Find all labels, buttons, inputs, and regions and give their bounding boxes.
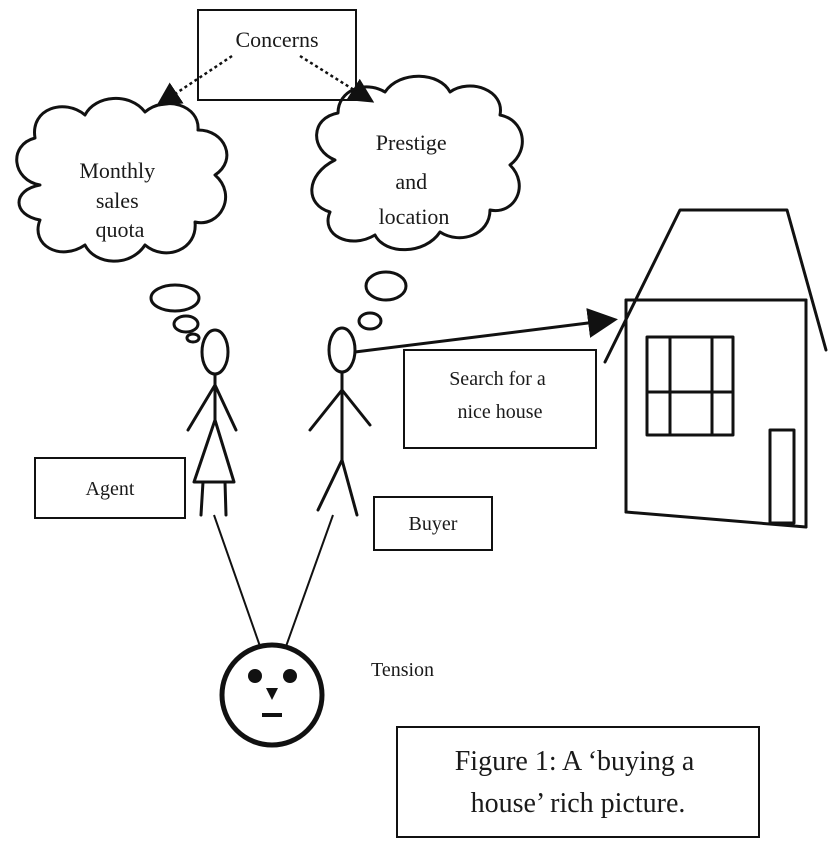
caption-line-2: house’ rich picture. — [471, 788, 686, 819]
buyer-to-house-arrow — [354, 308, 618, 354]
concerns-label: Concerns — [235, 27, 318, 52]
buyer-figure — [308, 326, 372, 517]
tension-face — [219, 642, 325, 748]
buyer-cloud-line-3: location — [379, 204, 450, 229]
svg-text:Figure 1: A ‘buying a ho: Figure 1: A ‘buying a house’ rich pictur… — [455, 746, 702, 819]
agent-cloud-line-2: sales — [96, 188, 139, 213]
agent-thought-cloud: Monthly sales quota — [15, 97, 229, 344]
buyer-cloud-line-1: Prestige — [376, 130, 447, 155]
search-line-1: Search for a — [449, 368, 546, 390]
tension-label: Tension — [371, 659, 434, 681]
buyer-label: Buyer — [409, 513, 458, 535]
buyer-cloud-line-2: and — [395, 169, 427, 194]
search-box: Search for a nice house — [403, 349, 597, 449]
svg-text:Monthly sales quot: Monthly sales quota — [79, 158, 160, 242]
house — [603, 208, 828, 529]
search-line-2: nice house — [458, 401, 543, 423]
agent-label-box: Agent — [34, 457, 186, 519]
agent-cloud-line-3: quota — [96, 217, 145, 242]
concerns-box: Concerns — [197, 9, 357, 101]
tension-line-buyer — [283, 514, 334, 653]
agent-label: Agent — [86, 478, 135, 500]
concerns-arrow-buyer — [299, 54, 375, 103]
caption-box: Figure 1: A ‘buying a house’ rich pictur… — [396, 726, 760, 838]
tension-line-agent — [213, 514, 263, 653]
agent-cloud-line-1: Monthly — [79, 158, 155, 183]
agent-figure — [186, 328, 238, 517]
svg-text:Search for a nice house: Search for a nice house — [449, 368, 551, 423]
caption-line-1: Figure 1: A ‘buying a — [455, 746, 695, 777]
buyer-label-box: Buyer — [373, 496, 493, 551]
concerns-arrow-agent — [155, 54, 233, 107]
svg-text:Prestige and locat: Prestige and location — [376, 130, 452, 229]
buyer-thought-cloud: Prestige and location — [310, 74, 524, 331]
